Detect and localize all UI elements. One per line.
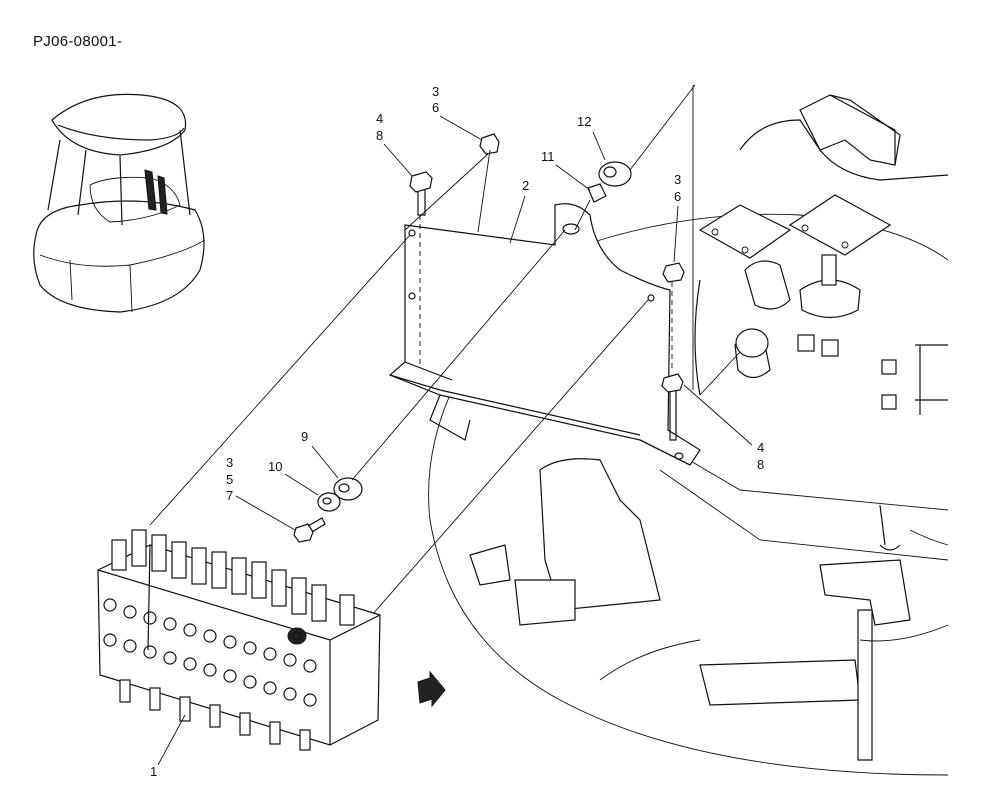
turntable-frame: [428, 94, 949, 776]
callout-10: 10: [268, 459, 282, 474]
callout-12: 12: [577, 114, 591, 129]
callout-1: 1: [150, 764, 157, 779]
control-valve-assembly: [97, 529, 381, 766]
callout-6b: 6: [674, 189, 681, 204]
callout-3c: 3: [226, 455, 233, 470]
callout-labels: 3 6 4 8 12 11 2 3 6 4 8 9 10 3 5 7 1: [150, 84, 764, 779]
callout-4a: 4: [376, 111, 383, 126]
callout-4b: 4: [757, 440, 764, 455]
callout-3a: 3: [432, 84, 439, 99]
callout-9: 9: [301, 429, 308, 444]
callout-6a: 6: [432, 100, 439, 115]
callout-8a: 8: [376, 128, 383, 143]
machine-overview-inset: [33, 93, 206, 313]
callout-5: 5: [226, 472, 233, 487]
bracket-plate: [388, 203, 701, 466]
front-direction-arrow-icon: [417, 670, 446, 708]
callout-11: 11: [541, 149, 555, 164]
callout-leaders: [235, 115, 753, 531]
callout-2: 2: [522, 178, 529, 193]
hardware-parts: [149, 84, 769, 616]
callout-7: 7: [226, 488, 233, 503]
callout-3b: 3: [674, 172, 681, 187]
callout-8b: 8: [757, 457, 764, 472]
document-code: PJ06-08001-: [33, 33, 123, 50]
